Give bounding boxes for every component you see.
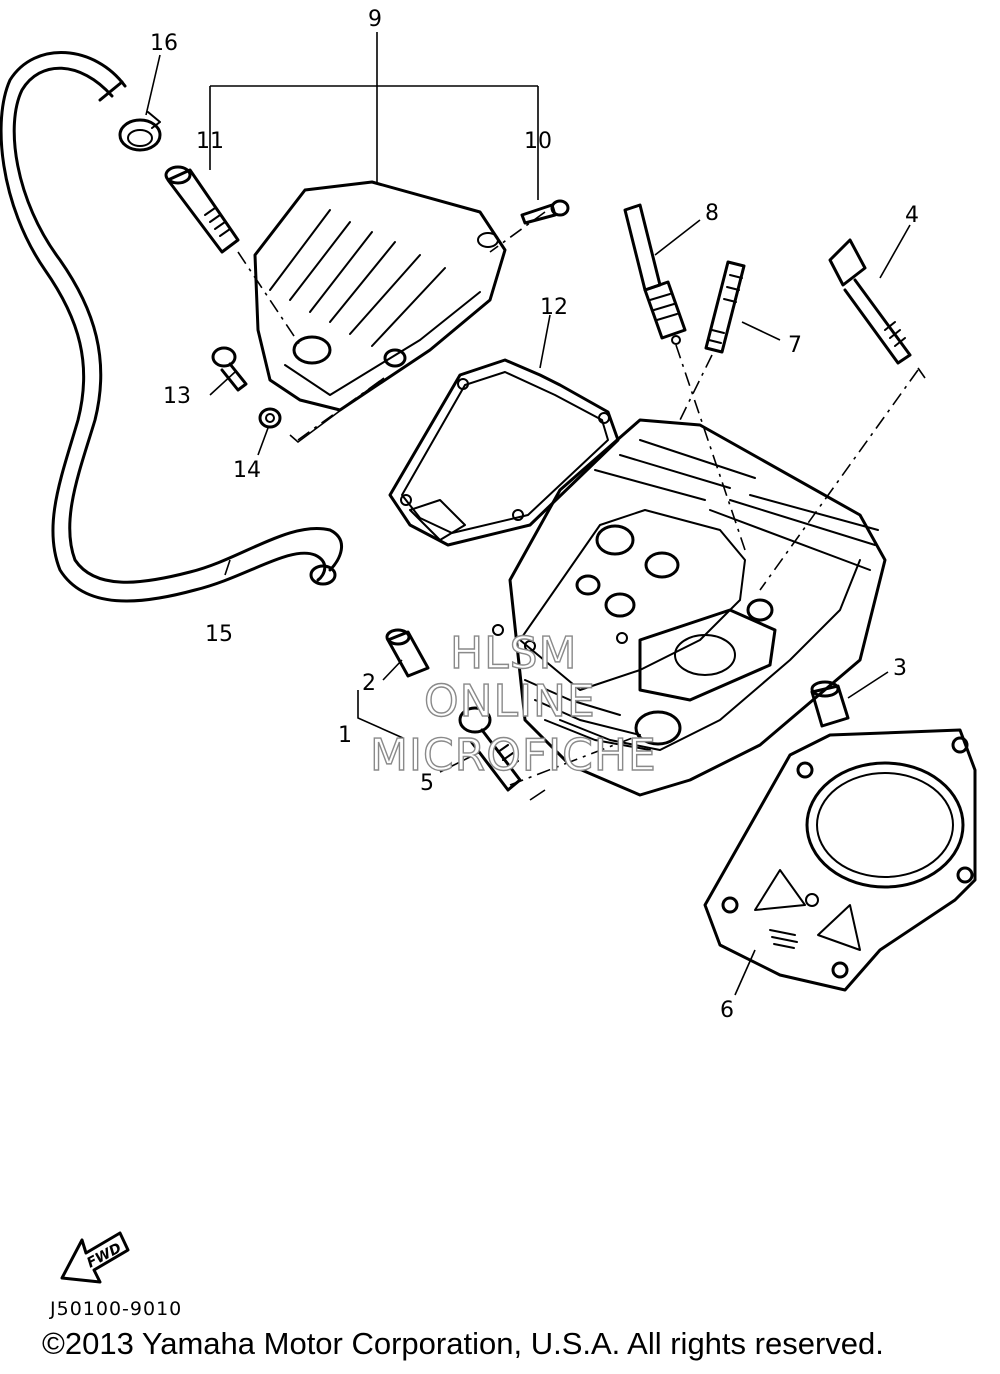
cover-stud [164, 165, 240, 254]
callout-6: 6 [720, 998, 734, 1023]
watermark-line-3: MICROFICHE [370, 730, 657, 781]
dowel-pin-left [385, 628, 430, 678]
callout-4: 4 [905, 203, 919, 228]
head-gasket [703, 728, 977, 992]
callout-9: 9 [368, 7, 382, 32]
watermark-line-2: ONLINE [424, 676, 596, 727]
callout-2: 2 [362, 671, 376, 696]
callout-10: 10 [524, 129, 552, 154]
cover-bolt [211, 346, 248, 392]
flange-bolt [458, 706, 522, 792]
head-bolt [828, 238, 912, 365]
watermark: HLSM ONLINE MICROFICHE [369, 627, 657, 781]
forward-arrow-icon: FWD [60, 1231, 130, 1284]
callout-7: 7 [788, 333, 802, 358]
callout-11: 11 [196, 129, 224, 154]
callout-16: 16 [150, 31, 178, 56]
callout-1: 1 [338, 723, 352, 748]
stud [704, 260, 746, 354]
head-cover [253, 180, 507, 412]
watermark-line-1: HLSM [450, 628, 578, 679]
callout-labels: 1 2 3 4 5 6 7 8 9 10 11 12 13 14 15 16 [150, 7, 919, 1023]
cylinder-head [492, 418, 887, 797]
copyright-notice: ©2013 Yamaha Motor Corporation, U.S.A. A… [42, 1326, 884, 1361]
callout-3: 3 [893, 656, 907, 681]
diagram-code: J50100-9010 [50, 1298, 183, 1320]
callout-15: 15 [205, 622, 233, 647]
small-bolt [520, 199, 570, 225]
cover-gasket [388, 358, 620, 547]
washer [258, 407, 282, 429]
callout-12: 12 [540, 295, 568, 320]
callout-14: 14 [233, 458, 261, 483]
breather-hose [0, 50, 343, 603]
callout-8: 8 [705, 201, 719, 226]
dowel-pin-right [810, 680, 850, 728]
fwd-label: FWD [84, 1240, 124, 1271]
leader-lines [145, 32, 926, 996]
callout-13: 13 [163, 384, 191, 409]
callout-5: 5 [420, 771, 434, 796]
spark-plug [623, 203, 687, 345]
hose-clamp [118, 111, 162, 152]
